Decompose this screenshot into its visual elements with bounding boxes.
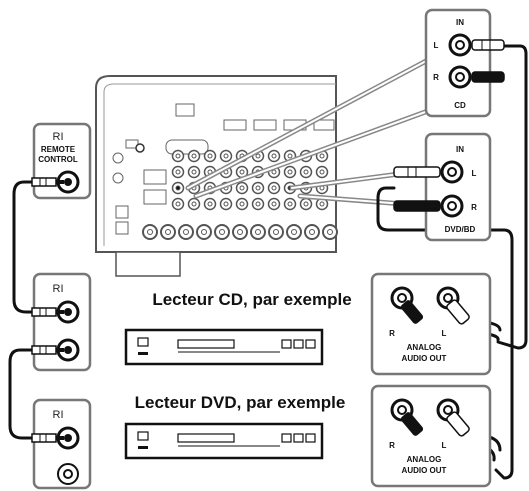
receiver-jack-center [255, 153, 261, 159]
receiver-jack-center [207, 201, 213, 207]
receiver-jack-center [287, 201, 293, 207]
receiver-bottom-jack-center [219, 229, 225, 235]
device2-audio-out-panel: R L ANALOG AUDIO OUT [370, 384, 492, 488]
device2-ri-logo: RI [53, 409, 64, 421]
device1-r-label: R [389, 329, 395, 338]
cd-r-jack [448, 65, 472, 89]
receiver-jack-center [319, 201, 325, 207]
receiver-jack-center [223, 201, 229, 207]
receiver-bottom-jack-center [309, 229, 315, 235]
receiver-jack-center [175, 201, 181, 207]
cd-in-label: IN [456, 18, 464, 27]
receiver-bottom-jack-center [273, 229, 279, 235]
dvd-l-jack [440, 160, 464, 184]
remote-control-panel: RI REMOTE CONTROL [31, 122, 92, 200]
device1-audio-out-label: AUDIO OUT [402, 354, 447, 363]
ri-plug [31, 177, 64, 187]
receiver-jack-center [175, 169, 181, 175]
device1-analog-label: ANALOG [407, 343, 442, 352]
receiver-jack-center [207, 153, 213, 159]
receiver-bottom-jack-center [183, 229, 189, 235]
device1-l-plug [446, 299, 470, 325]
dvd-r-plug [393, 200, 441, 212]
device2-l-plug [446, 411, 470, 437]
cd-r-label: R [433, 73, 439, 82]
receiver-jack-center [287, 153, 293, 159]
device1-ri-plug-2 [31, 345, 64, 355]
receiver-jack-center [271, 185, 277, 191]
receiver-bottom-jack-center [327, 229, 333, 235]
receiver-jack-center [303, 169, 309, 175]
receiver-foot [115, 251, 181, 277]
dvd-r-jack [440, 194, 464, 218]
dvd-l-plug [393, 166, 441, 178]
device1-ri-logo: RI [53, 283, 64, 295]
device2-ri-panel: RI [31, 398, 92, 490]
device2-player-body [124, 422, 324, 460]
receiver-ri-jack [135, 143, 145, 153]
receiver-bottom-jack-center [165, 229, 171, 235]
receiver-bottom-jack-center [255, 229, 261, 235]
device2-analog-label: ANALOG [407, 455, 442, 464]
receiver-jack-center [319, 153, 325, 159]
receiver-jack-center [191, 201, 197, 207]
receiver-jack-center [255, 201, 261, 207]
device1-l-label: L [442, 329, 447, 338]
device2-audio-out-label: AUDIO OUT [402, 466, 447, 475]
device2-ri-plug [31, 433, 64, 443]
cd-r-plug [471, 71, 505, 83]
remote-control-label-line2: CONTROL [38, 155, 78, 164]
device1-ri-panel: RI [31, 272, 92, 372]
cd-l-label: L [434, 41, 439, 50]
cd-name-label: CD [454, 101, 466, 110]
receiver-jack-center [191, 153, 197, 159]
receiver-jack-center [223, 153, 229, 159]
receiver-jack-center [271, 153, 277, 159]
cd-l-jack [448, 33, 472, 57]
cd-l-plug [471, 39, 505, 51]
receiver-jack-center [175, 153, 181, 159]
receiver-bottom-jack-center [147, 229, 153, 235]
device1-audio-out-panel: R L ANALOG AUDIO OUT [370, 272, 492, 376]
receiver-jack-center [191, 169, 197, 175]
device2-r-label: R [389, 441, 395, 450]
dvd-r-label: R [471, 203, 477, 212]
receiver-jack-center [271, 201, 277, 207]
receiver-jack-center [239, 201, 245, 207]
receiver-bottom-jack-center [237, 229, 243, 235]
device2-ri-jack-1 [56, 426, 80, 450]
device2-r-plug [400, 412, 424, 436]
dvd-input-panel: IN L R DVD/BD [393, 132, 492, 242]
receiver-bottom-jack-center [201, 229, 207, 235]
ri-logo: RI [53, 131, 64, 143]
receiver-jack-center [271, 169, 277, 175]
receiver-jack-center [319, 169, 325, 175]
device2-ri-jack-2 [57, 463, 79, 485]
remote-control-label-line1: REMOTE [41, 145, 76, 154]
receiver-bottom-jack-row [142, 224, 338, 240]
receiver-jack-center [239, 169, 245, 175]
device1-caption: Lecteur CD, par exemple [152, 290, 351, 309]
device1-player-body [124, 328, 324, 366]
dvd-in-label: IN [456, 145, 464, 154]
receiver-jack-center [303, 201, 309, 207]
device1-r-plug [400, 300, 424, 324]
dvd-l-label: L [472, 169, 477, 178]
receiver-jack-center [287, 169, 293, 175]
device1-ri-plug-1 [31, 307, 64, 317]
dvd-name-label: DVD/BD [445, 225, 476, 234]
receiver-jack-center [175, 185, 181, 191]
device2-caption: Lecteur DVD, par exemple [135, 393, 346, 412]
cd-input-panel: IN L R CD [424, 8, 505, 118]
receiver-rear-panel [95, 75, 338, 277]
receiver-jack-center [255, 185, 261, 191]
device2-l-label: L [442, 441, 447, 450]
receiver-jack-center [239, 185, 245, 191]
receiver-bottom-jack-center [291, 229, 297, 235]
